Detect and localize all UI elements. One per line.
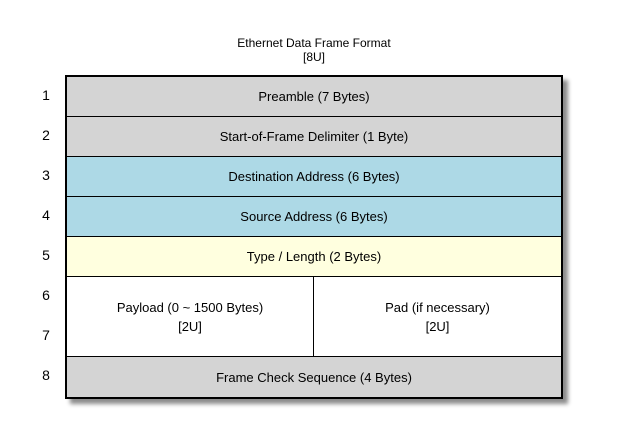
row-number-8: 8 — [42, 367, 50, 383]
row-preamble: Preamble (7 Bytes) — [67, 77, 561, 117]
row-number-6: 6 — [42, 287, 50, 303]
diagram-title: Ethernet Data Frame Format [8U] — [65, 36, 563, 64]
diagram-title-line2: [8U] — [302, 50, 325, 64]
row-fcs-label: Frame Check Sequence (4 Bytes) — [216, 369, 412, 385]
row-destination-address-label: Destination Address (6 Bytes) — [228, 169, 400, 184]
cell-pad-line1: Pad (if necessary) — [385, 299, 490, 315]
row-number-2: 2 — [42, 127, 50, 143]
row-payload-pad: Payload (0 ~ 1500 Bytes) [2U] Pad (if ne… — [67, 277, 561, 357]
row-number-4: 4 — [42, 207, 50, 223]
row-destination-address: Destination Address (6 Bytes) — [67, 157, 561, 197]
row-type-length: Type / Length (2 Bytes) — [67, 237, 561, 277]
cell-payload-line1: Payload (0 ~ 1500 Bytes) — [116, 299, 264, 315]
row-source-address: Source Address (6 Bytes) — [67, 197, 561, 237]
ethernet-frame-diagram: Preamble (7 Bytes) Start-of-Frame Delimi… — [65, 75, 563, 399]
row-number-1: 1 — [42, 87, 50, 103]
row-sfd-label: Start-of-Frame Delimiter (1 Byte) — [219, 129, 409, 144]
row-type-length-label: Type / Length (2 Bytes) — [246, 249, 382, 264]
row-fcs: Frame Check Sequence (4 Bytes) — [67, 357, 561, 397]
row-number-7: 7 — [42, 327, 50, 343]
cell-payload: Payload (0 ~ 1500 Bytes) [2U] — [67, 277, 314, 356]
cell-pad: Pad (if necessary) [2U] — [314, 277, 561, 356]
row-number-5: 5 — [42, 247, 50, 263]
row-number-3: 3 — [42, 167, 50, 183]
row-sfd: Start-of-Frame Delimiter (1 Byte) — [67, 117, 561, 157]
row-source-address-label: Source Address (6 Bytes) — [240, 209, 388, 224]
row-preamble-label: Preamble (7 Bytes) — [258, 89, 370, 104]
diagram-title-line1: Ethernet Data Frame Format — [237, 36, 391, 50]
cell-payload-line2: [2U] — [178, 318, 202, 334]
cell-pad-line2: [2U] — [425, 318, 450, 334]
